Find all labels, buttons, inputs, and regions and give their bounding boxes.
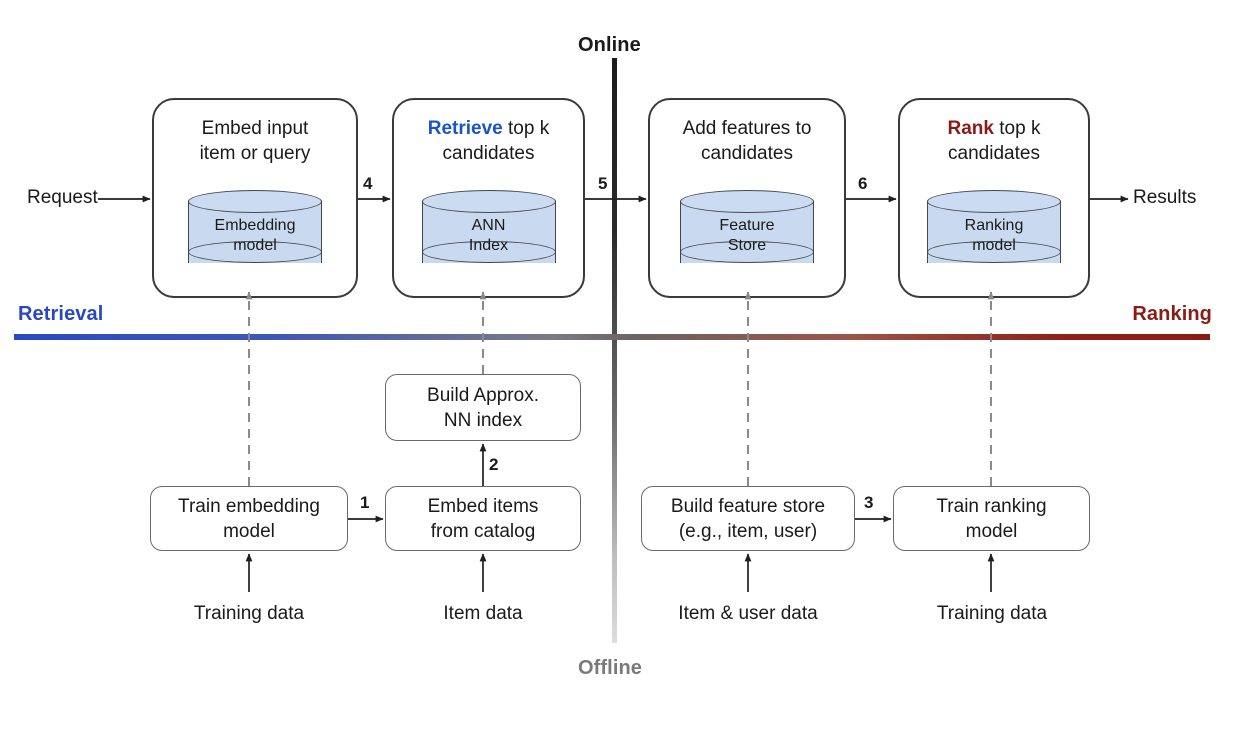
online-stage-title: Retrieve top k candidates [394, 116, 583, 166]
online-stage-title-rest: top k [993, 118, 1041, 139]
offline-stage-embed-items[interactable]: Embed items from catalog [385, 486, 581, 551]
cylinder-bottom-ellipse [421, 241, 556, 263]
datastore-cylinder-ranking-model[interactable]: Ranking model [927, 190, 1061, 274]
offline-stage-label: Train ranking model [936, 494, 1046, 544]
datastore-cylinder-feature-store[interactable]: Feature Store [680, 190, 814, 274]
retrieval-ranking-divider [14, 334, 1210, 340]
step-number-2: 2 [489, 455, 499, 474]
online-offline-divider [612, 58, 617, 643]
online-stage-title-rest: top k [502, 118, 550, 139]
offline-stage-label-line1: Train ranking [936, 495, 1047, 517]
datastore-label-line1: Ranking [964, 217, 1024, 234]
cylinder-top-ellipse [927, 190, 1061, 213]
online-stage-rank[interactable]: Rank top k candidates Ranking model [898, 98, 1090, 298]
cylinder-top-ellipse [680, 190, 814, 213]
datastore-label: Ranking model [927, 216, 1061, 256]
datastore-label-line2: model [972, 237, 1016, 254]
online-stage-title-line2: item or query [199, 143, 311, 164]
online-stage-add-features[interactable]: Add features to candidates Feature Store [648, 98, 846, 298]
step-number-3: 3 [864, 493, 874, 512]
offline-stage-label: Build Approx. NN index [427, 383, 539, 433]
online-stage-title: Embed input item or query [154, 116, 356, 166]
step-number-4: 4 [363, 174, 373, 193]
cylinder-top-ellipse [421, 190, 556, 213]
online-stage-title-line2: candidates [948, 143, 1040, 164]
retrieval-axis-label: Retrieval [18, 303, 104, 325]
online-stage-title-line1: Embed input [201, 118, 309, 139]
datastore-label: Embedding model [188, 216, 322, 256]
offline-stage-build-ann-index[interactable]: Build Approx. NN index [385, 374, 581, 441]
step-number-1: 1 [360, 493, 370, 512]
ranking-axis-label: Ranking [1132, 303, 1212, 325]
cylinder-bottom-ellipse [927, 241, 1061, 263]
datastore-label-line1: Feature [719, 217, 775, 234]
offline-stage-label-line2: model [965, 520, 1018, 542]
online-stage-title-line2: candidates [442, 143, 535, 164]
online-stage-title-keyword: Rank [947, 118, 994, 139]
offline-stage-label: Build feature store (e.g., item, user) [671, 494, 825, 544]
offline-stage-train-embedding-model[interactable]: Train embedding model [150, 486, 348, 551]
datastore-label-line1: ANN [471, 217, 506, 234]
datastore-label: Feature Store [680, 216, 814, 256]
step-number-6: 6 [858, 174, 868, 193]
datastore-cylinder-ann-index[interactable]: ANN Index [421, 190, 556, 274]
datastore-label-line2: Store [727, 237, 767, 254]
offline-stage-label-line1: Train embedding [178, 495, 320, 517]
step-number-5: 5 [598, 174, 608, 193]
datastore-label-line1: Embedding [214, 217, 296, 234]
request-label: Request [27, 187, 98, 208]
offline-stage-label: Embed items from catalog [428, 494, 539, 544]
online-stage-embed-input[interactable]: Embed input item or query Embedding mode… [152, 98, 358, 298]
datastore-cylinder-embedding-model[interactable]: Embedding model [188, 190, 322, 274]
offline-stage-label-line1: Build feature store [670, 495, 826, 517]
results-label: Results [1133, 187, 1197, 208]
offline-stage-label-line2: NN index [443, 409, 523, 431]
data-source-item-user-data: Item & user data [678, 603, 818, 624]
data-source-training-data-left: Training data [193, 603, 305, 624]
offline-stage-label-line1: Embed items [427, 495, 539, 517]
data-source-item-data: Item data [443, 603, 523, 624]
offline-stage-label: Train embedding model [178, 494, 320, 544]
data-source-training-data-right: Training data [936, 603, 1048, 624]
offline-stage-build-feature-store[interactable]: Build feature store (e.g., item, user) [641, 486, 855, 551]
online-stage-title-line1: Add features to [682, 118, 812, 139]
online-stage-title-keyword: Retrieve [427, 118, 503, 139]
online-axis-label: Online [578, 34, 641, 56]
cylinder-bottom-ellipse [188, 241, 322, 263]
datastore-label-line2: Index [468, 237, 509, 254]
cylinder-top-ellipse [188, 190, 322, 213]
offline-stage-label-line2: (e.g., item, user) [678, 520, 818, 542]
offline-axis-label: Offline [578, 657, 643, 679]
online-stage-title: Rank top k candidates [900, 116, 1088, 166]
online-stage-title: Add features to candidates [650, 116, 844, 166]
online-stage-retrieve[interactable]: Retrieve top k candidates ANN Index [392, 98, 585, 298]
datastore-label: ANN Index [422, 216, 556, 256]
offline-stage-label-line2: model [223, 520, 275, 542]
online-stage-title-line2: candidates [701, 143, 793, 164]
offline-stage-train-ranking-model[interactable]: Train ranking model [893, 486, 1090, 551]
cylinder-bottom-ellipse [680, 241, 814, 263]
datastore-label-line2: model [233, 237, 277, 254]
offline-stage-label-line1: Build Approx. [427, 384, 539, 406]
offline-stage-label-line2: from catalog [430, 520, 536, 542]
